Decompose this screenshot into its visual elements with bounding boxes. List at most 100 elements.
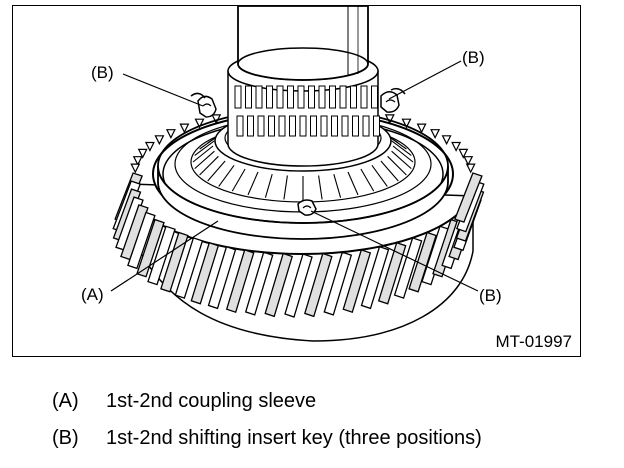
hub-spline [218,164,235,187]
collar-spline [331,115,338,137]
callout-b-center: (B) [479,286,502,305]
hub-spline [380,160,399,182]
collar-spline [320,115,328,137]
hub-spline [347,171,359,196]
hub-spline [283,175,288,200]
figure-frame: (B) (B) (B) (A) MT-01997 [12,5,581,357]
hub-spline [231,168,246,192]
gear-tooth [323,251,353,316]
callout-b-right: (B) [462,48,485,67]
gear-tooth-top [451,141,462,152]
legend-text: 1st-2nd coupling sleeve [106,390,317,412]
collar-spline [257,115,265,137]
gear-tooth-top [154,135,165,146]
gear-tooth [393,237,423,299]
callout-b-left: (B) [91,63,114,82]
gear-tooth [303,252,333,318]
legend-item-b: (B) 1st-2nd shifting insert key (three po… [52,427,482,449]
gear-tooth [454,172,483,223]
gear-tooth-top [441,135,452,146]
gear-tooth-top [463,156,474,167]
gear-tooth-top [165,129,176,140]
gear-tooth [342,249,372,314]
hub-spline [360,168,375,192]
hub-spline [192,145,214,163]
gear-tooth [408,231,437,293]
gear-tooth [225,249,255,314]
collar-spline [245,85,252,109]
collar-spline [247,115,254,137]
insert-key-center [297,199,317,216]
collar-spline [339,85,347,109]
hub-spline [247,171,259,196]
gear-tooth-top [194,118,205,129]
collar-spline [310,115,317,137]
legend-item-a: (A) 1st-2nd coupling sleeve [52,390,316,412]
hub-spline [264,174,273,198]
gear-tooth-top [430,129,441,140]
collar-spline [373,115,380,137]
collar-spline [297,85,305,109]
collar-spline [255,85,263,109]
gear-tooth-top [132,156,143,167]
gear-tooth [127,211,156,270]
insert-key-left [190,92,217,118]
hub-spline [387,155,407,176]
collar-spline [350,85,357,109]
gear-tooth [160,231,189,293]
gear-tooth [284,253,313,318]
hub-spline [207,160,226,182]
hub-spline [333,174,342,198]
hub-spline [318,175,323,200]
hub-spline [194,140,215,156]
collar-spline [360,85,368,109]
hub-spline [371,164,388,187]
gear-tooth [377,241,407,305]
main-shaft [237,6,369,81]
legend-key: (A) [52,390,79,412]
legend-key: (B) [52,427,79,449]
legend-text: 1st-2nd shifting insert key (three posit… [106,427,482,449]
leader-lines [110,60,479,292]
collar-spline [329,85,336,109]
collar-spline [268,115,275,137]
collar-spline [318,85,326,109]
gear-tooth [421,225,450,286]
gear-tooth [244,251,274,316]
hub-spline [392,145,414,163]
collar-spline [236,115,244,137]
gear-tooth-top [458,148,469,159]
gear-tooth [207,245,237,310]
collar-spline [287,85,294,109]
hub-spline [199,155,219,176]
collar-spline [299,115,307,137]
collar-spline [266,85,273,109]
collar-spline [352,115,359,137]
collar-spline [278,115,286,137]
gear-tooth-top [179,123,190,134]
collar-spline [371,85,378,109]
gear-tooth [360,245,390,310]
collar-spline [341,115,349,137]
hub-spline [194,150,215,170]
gear-tooth [264,252,294,318]
gear-illustration [110,6,485,342]
hub-spline [391,150,412,170]
collar-spline [289,115,296,137]
gear-tooth [174,237,204,299]
figure-id-label: MT-01997 [495,332,572,351]
gear-tooth-top [401,118,412,129]
gear-tooth [190,241,220,305]
collar-spline [362,115,370,137]
hub-spline [391,140,412,156]
gear-teeth [112,105,485,318]
callout-a: (A) [81,285,104,304]
gear-tooth-top [130,163,141,174]
gear-tooth-top [137,148,148,159]
gear-tooth-top [465,163,476,174]
collar-spline [308,85,315,109]
gear-tooth-top [416,123,427,134]
insert-key-right [380,87,406,113]
collar-spline [276,85,284,109]
gear-tooth-top [144,141,155,152]
